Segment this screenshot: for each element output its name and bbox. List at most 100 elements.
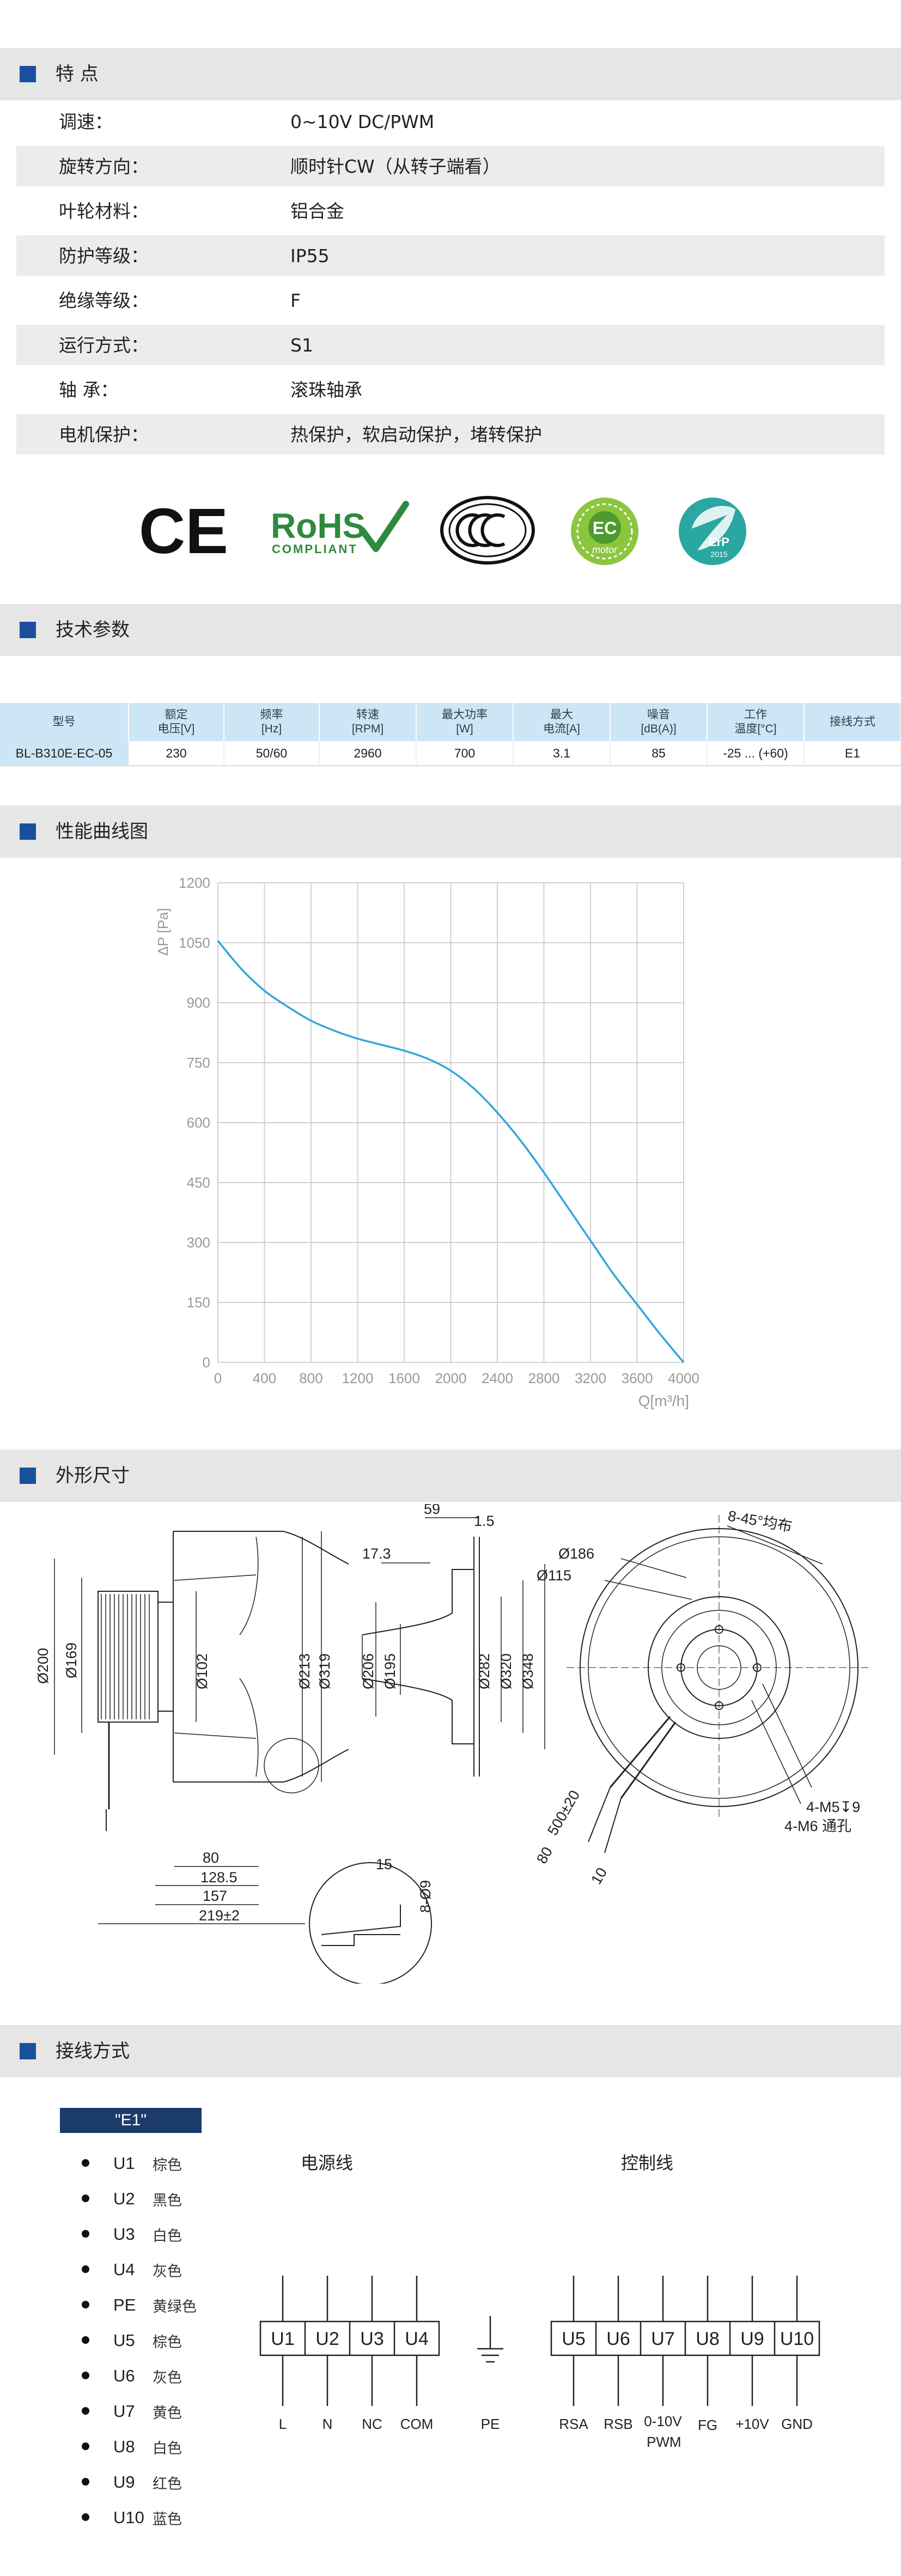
signal-label: 0-10V (644, 2413, 682, 2429)
inlet-ring-upper (362, 1569, 474, 1635)
svg-text:Ø102: Ø102 (194, 1653, 210, 1689)
svg-text:8-Ø9: 8-Ø9 (417, 1880, 434, 1913)
feature-value: 铝合金 (290, 201, 344, 222)
y-tick-label: 450 (187, 1174, 210, 1191)
spec-cell: E1 (804, 741, 901, 766)
ccc-mark-icon (440, 496, 535, 565)
x-tick-label: 4000 (668, 1370, 699, 1386)
spec-header-cell: 最大功率[W] (416, 703, 514, 741)
ec-motor-logo-icon: EC motor (571, 498, 638, 565)
signal-label: GND (781, 2416, 813, 2432)
y-tick-label: 900 (187, 995, 210, 1011)
x-tick-label: 0 (214, 1370, 222, 1386)
x-tick-label: 1200 (342, 1370, 374, 1386)
feature-row: 旋转方向： 顺时针CW（从转子端看） (16, 146, 885, 186)
x-tick-label: 3600 (622, 1370, 653, 1386)
feature-value: 滚珠轴承 (290, 379, 362, 401)
svg-text:10: 10 (588, 1865, 610, 1887)
feature-label: 绝缘等级： (59, 290, 149, 311)
detail-circle (309, 1862, 432, 1984)
section-title: 性能曲线图 (56, 821, 148, 842)
svg-text:157: 157 (203, 1888, 227, 1904)
svg-text:Ø169: Ø169 (63, 1642, 80, 1678)
svg-text:2015: 2015 (710, 550, 727, 559)
terminal-label: U7 (651, 2329, 674, 2349)
svg-text:4-M6 通孔: 4-M6 通孔 (784, 1818, 851, 1834)
terminal-label: U8 (696, 2329, 719, 2349)
terminal-label: U6 (606, 2329, 630, 2349)
ce-mark-icon: CE (139, 499, 226, 564)
feature-value: 顺时针CW（从转子端看） (290, 156, 501, 177)
svg-text:Ø195: Ø195 (382, 1653, 398, 1689)
feature-row: 叶轮材料： 铝合金 (16, 191, 885, 231)
svg-text:128.5: 128.5 (200, 1869, 238, 1886)
svg-text:17.3: 17.3 (362, 1545, 391, 1562)
svg-text:500±20: 500±20 (544, 1787, 583, 1838)
section-header-wiring: 接线方式 (0, 2025, 901, 2077)
y-tick-label: 750 (187, 1054, 210, 1071)
signal-label: RSA (559, 2416, 588, 2432)
signal-label: COM (400, 2416, 434, 2432)
svg-text:Ø200: Ø200 (35, 1648, 51, 1684)
feature-label: 叶轮材料： (59, 201, 149, 222)
feature-value: IP55 (290, 245, 330, 266)
section-title: 技术参数 (56, 619, 130, 641)
svg-text:CE: CE (139, 499, 226, 564)
svg-text:8-45°均布: 8-45°均布 (727, 1507, 793, 1535)
section-marker (20, 2043, 36, 2059)
inlet-ring-lower (362, 1678, 474, 1744)
y-tick-label: 0 (203, 1354, 210, 1371)
feature-row: 调速： 0~10V DC/PWM (16, 101, 885, 142)
motor-flange (157, 1602, 174, 1712)
feature-label: 运行方式： (59, 335, 149, 356)
signal-label: NC (362, 2416, 382, 2432)
terminal-label: U1 (271, 2329, 294, 2349)
feature-label: 电机保护： (59, 424, 149, 445)
signal-label: FG (698, 2417, 717, 2433)
x-axis-label: Q[m³/h] (638, 1392, 689, 1409)
x-tick-label: 2800 (528, 1370, 560, 1386)
spec-cell: 700 (416, 741, 514, 766)
signal-label: RSB (604, 2416, 632, 2432)
series-line (217, 940, 685, 1363)
svg-text:Ø213: Ø213 (296, 1653, 313, 1689)
spec-header-cell: 噪音[dB(A)] (610, 703, 708, 741)
feature-value: 0~10V DC/PWM (290, 111, 435, 132)
signal-label: L (279, 2416, 287, 2432)
spec-cell: 3.1 (513, 741, 611, 766)
signal-label: +10V (735, 2416, 769, 2432)
section-title: 外形尺寸 (56, 1465, 130, 1487)
svg-text:219±2: 219±2 (199, 1907, 240, 1924)
section-marker (20, 66, 36, 82)
spec-header-cell: 转速[RPM] (319, 703, 417, 741)
terminal-label: U3 (360, 2329, 383, 2349)
svg-text:Ø282: Ø282 (476, 1653, 492, 1689)
feature-label: 防护等级： (59, 245, 149, 266)
spec-cell: 85 (610, 741, 708, 766)
wiring-code-label: "E1" (60, 2108, 202, 2133)
section-header-features: 特 点 (0, 48, 901, 100)
spec-cell: 50/60 (224, 741, 320, 766)
x-tick-label: 3200 (575, 1370, 606, 1386)
section-marker (20, 622, 36, 638)
svg-text:1.5: 1.5 (474, 1513, 495, 1529)
spec-cell-model: BL-B310E-EC-05 (0, 741, 129, 766)
signal-label: N (322, 2416, 333, 2432)
dimension-drawing: Ø200 Ø169 Ø102 Ø213 Ø319 Ø206 Ø195 Ø282 … (35, 1504, 872, 1984)
control-line-title: 控制线 (621, 2153, 673, 2173)
spec-header-row: 型号 额定电压[V] 频率[Hz] 转速[RPM] 最大功率[W] 最大电流[A… (0, 703, 901, 741)
y-tick-label: 1050 (179, 935, 210, 951)
section-marker (20, 1468, 36, 1484)
spec-header-cell: 最大电流[A] (513, 703, 611, 741)
terminal-label: U5 (562, 2329, 585, 2349)
svg-text:4-M5↧9: 4-M5↧9 (806, 1799, 860, 1815)
feature-label: 轴 承： (59, 379, 119, 401)
svg-text:EC: EC (593, 518, 617, 538)
svg-text:80: 80 (203, 1850, 219, 1866)
feature-row: 绝缘等级： F (16, 280, 885, 320)
spec-header-cell: 频率[Hz] (224, 703, 320, 741)
svg-text:COMPLIANT: COMPLIANT (272, 542, 358, 556)
feature-row: 防护等级： IP55 (16, 235, 885, 276)
feature-row: 轴 承： 滚珠轴承 (16, 369, 885, 410)
signal-label: PE (481, 2416, 500, 2432)
